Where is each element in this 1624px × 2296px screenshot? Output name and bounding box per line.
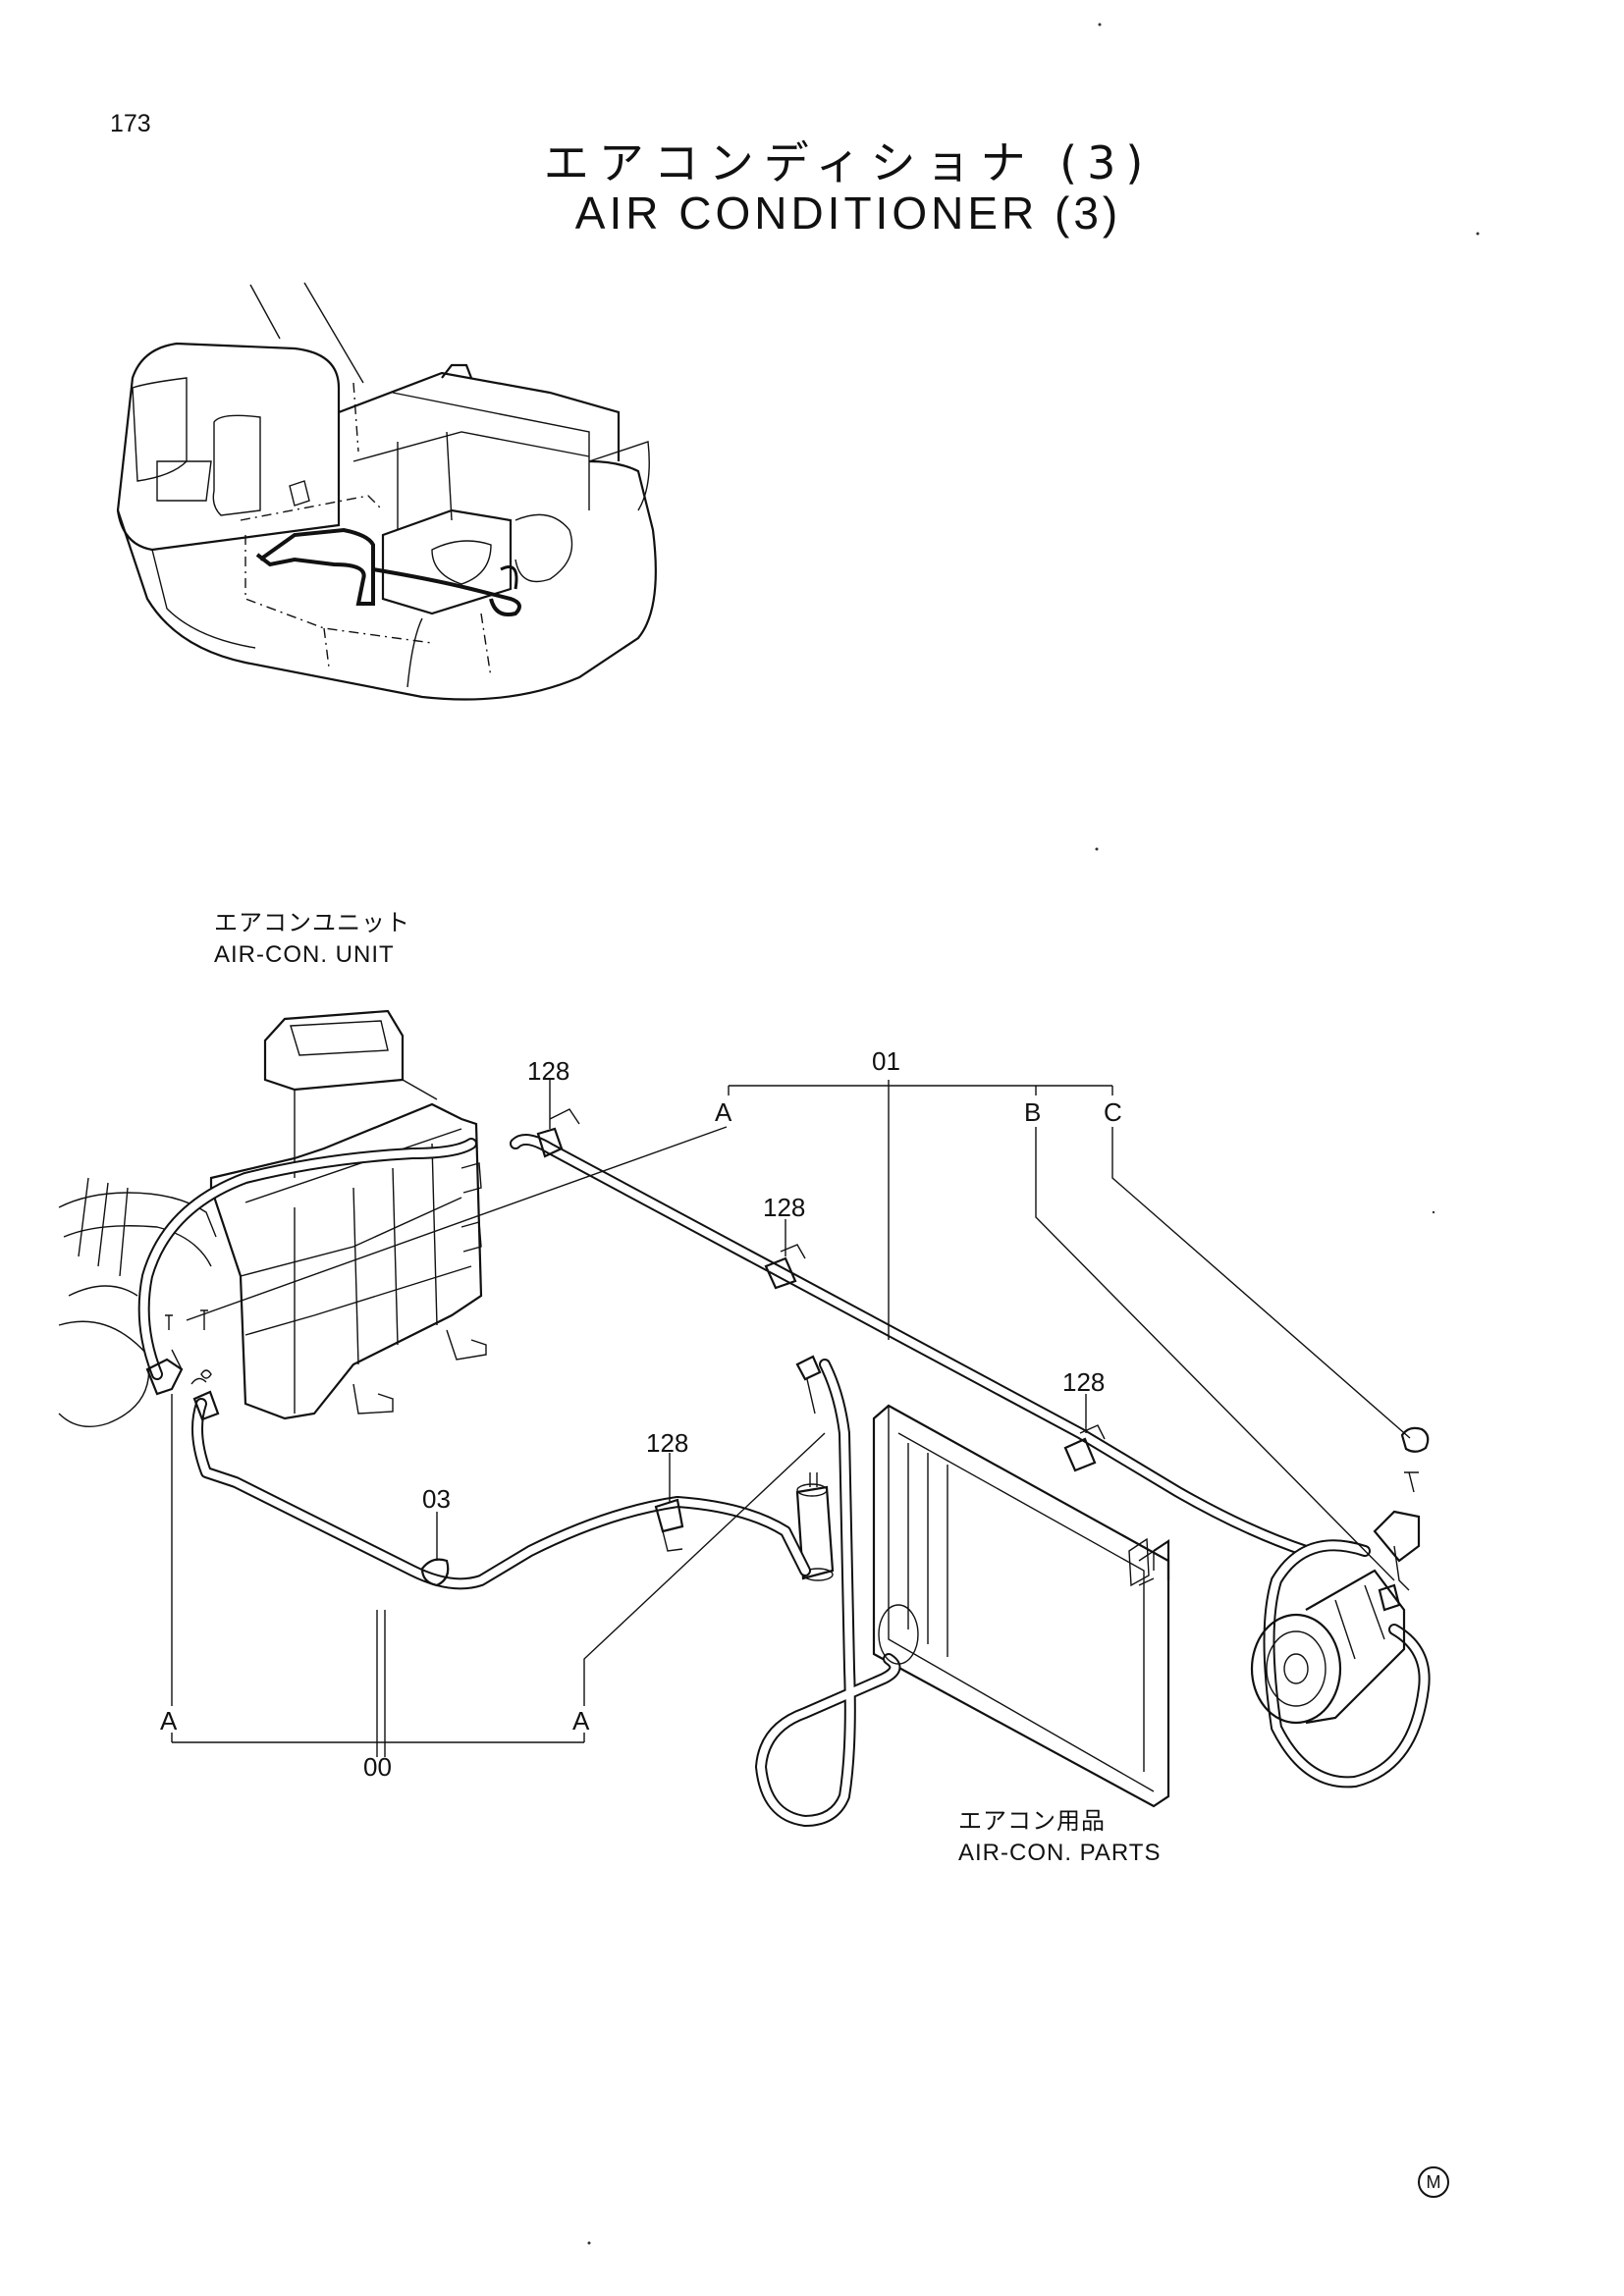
callout-128-right: 128 (1062, 1367, 1106, 1397)
page-number: 173 (110, 110, 151, 137)
connection-mark-b: B (1024, 1097, 1042, 1127)
connection-mark-a-top: A (715, 1097, 732, 1127)
callout-128-top: 128 (527, 1056, 570, 1086)
condenser-illustration (795, 1355, 1170, 1808)
page-title-japanese: エアコンディショナ (3) (543, 136, 1154, 189)
connection-mark-a-bottom-right: A (572, 1706, 590, 1735)
air-con-unit-caption: エアコンユニット AIR-CON. UNIT (214, 908, 410, 971)
hose-01 (510, 1108, 1431, 1789)
page-title-english: AIR CONDITIONER (3) (574, 187, 1122, 239)
scan-specks (587, 23, 1480, 2245)
leader-lines (171, 1080, 1411, 1757)
air-con-unit-caption-jp: エアコンユニット (214, 910, 410, 936)
connection-mark-a-bottom-left: A (160, 1706, 178, 1735)
air-con-parts-caption: エアコン用品 AIR-CON. PARTS (958, 1806, 1161, 1869)
manufacturer-mark-icon: M (1418, 2166, 1449, 2198)
callout-128-middle: 128 (763, 1193, 806, 1222)
air-con-unit-caption-en: AIR-CON. UNIT (214, 941, 395, 968)
compressor-illustration (1250, 1426, 1430, 1725)
connection-mark-c: C (1104, 1097, 1122, 1127)
hose-03 (190, 1359, 919, 1827)
callout-03: 03 (422, 1484, 451, 1514)
air-con-unit-illustration (58, 1009, 487, 1427)
air-con-parts-caption-en: AIR-CON. PARTS (958, 1840, 1162, 1866)
air-con-parts-caption-jp: エアコン用品 (958, 1808, 1106, 1835)
callout-01: 01 (872, 1046, 900, 1076)
callout-128-lower: 128 (646, 1428, 689, 1458)
excavator-overview-illustration (116, 282, 657, 701)
